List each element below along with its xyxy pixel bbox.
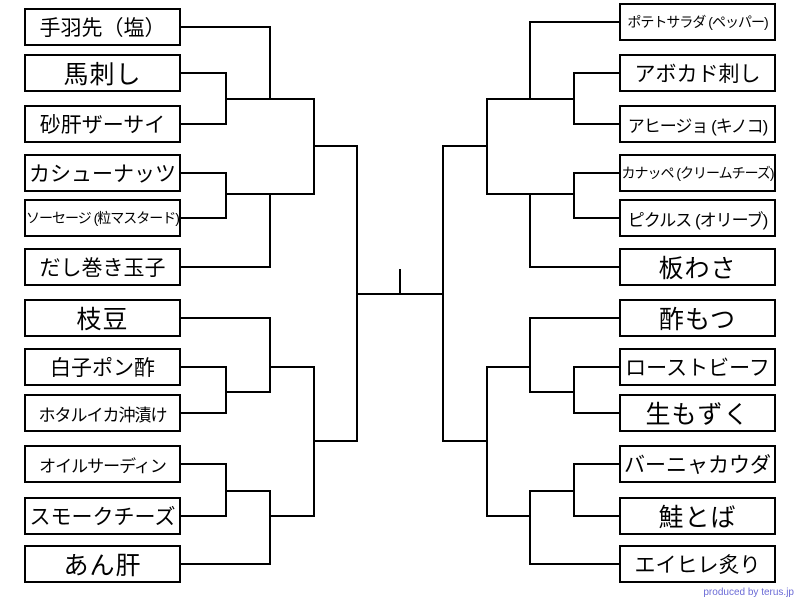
right-line-12b xyxy=(573,490,620,517)
left-line-1 xyxy=(180,26,271,100)
left-entry-label: あん肝 xyxy=(63,552,142,580)
right-entry-label: アヒージョ (キノコ) xyxy=(627,116,769,136)
left-entry-12: あん肝 xyxy=(24,545,181,583)
right-line-12a xyxy=(529,463,620,492)
left-line-2b xyxy=(180,98,227,125)
left-entry-label: カシューナッツ xyxy=(29,163,176,186)
left-line-13a xyxy=(180,463,271,492)
left-entry-label: 枝豆 xyxy=(76,306,129,334)
right-entry-label: ローストビーフ xyxy=(625,357,770,380)
left-line-10b xyxy=(180,391,227,414)
right-entry-11: 鮭とば xyxy=(619,497,776,535)
left-entry-4: カシューナッツ xyxy=(24,154,181,192)
credit-text: produced by terus.jp xyxy=(703,587,794,598)
right-entry-label: 酢もつ xyxy=(658,306,736,334)
left-entry-9: ホタルイカ沖漬け xyxy=(24,394,181,432)
right-entry-10: バーニャカウダ xyxy=(619,445,776,483)
left-line-4b xyxy=(180,193,227,219)
right-line-2b xyxy=(573,98,620,125)
left-entry-7: 枝豆 xyxy=(24,299,181,337)
left-line-2a xyxy=(180,72,271,100)
right-line-10b xyxy=(573,391,620,414)
left-line-5 xyxy=(180,193,271,268)
left-entry-10: オイルサーディン xyxy=(24,445,181,483)
right-line-10a xyxy=(529,366,620,393)
right-entry-label: 生もずく xyxy=(645,401,750,429)
right-entry-label: 鮭とば xyxy=(658,504,737,532)
left-entry-5: ソーセージ (粒マスタード) xyxy=(24,199,181,237)
left-entry-label: オイルサーディン xyxy=(39,456,167,476)
right-entry-8: ローストビーフ xyxy=(619,348,776,386)
right-entry-6: 板わさ xyxy=(619,248,776,286)
left-entry-label: 砂肝ザーサイ xyxy=(39,114,166,137)
left-entry-6: だし巻き玉子 xyxy=(24,248,181,286)
right-entry-12: エイヒレ炙り xyxy=(619,545,776,583)
right-line-4b xyxy=(573,193,620,219)
right-entry-label: カナッペ (クリームチーズ) xyxy=(621,165,774,181)
right-entry-4: カナッペ (クリームチーズ) xyxy=(619,154,776,192)
right-entry-1: ポテトサラダ (ペッパー) xyxy=(619,3,776,41)
left-entry-11: スモークチーズ xyxy=(24,497,181,535)
left-line-9 xyxy=(180,317,271,344)
right-entry-3: アヒージョ (キノコ) xyxy=(619,105,776,143)
right-entry-label: アボカド刺し xyxy=(634,63,761,86)
left-entry-label: だし巻き玉子 xyxy=(39,257,166,280)
left-entry-label: 馬刺し xyxy=(63,61,142,89)
left-line-13b xyxy=(180,490,227,517)
left-entry-label: 白子ポン酢 xyxy=(50,357,155,380)
left-line-10a xyxy=(180,366,271,393)
right-entry-label: バーニャカウダ xyxy=(624,454,771,477)
right-line-4a xyxy=(529,172,620,195)
left-entry-label: スモークチーズ xyxy=(29,506,176,529)
left-line-4a xyxy=(180,172,271,195)
right-entry-label: ポテトサラダ (ペッパー) xyxy=(627,14,768,30)
right-entry-7: 酢もつ xyxy=(619,299,776,337)
left-entry-8: 白子ポン酢 xyxy=(24,348,181,386)
right-entry-label: エイヒレ炙り xyxy=(634,554,761,577)
right-entry-9: 生もずく xyxy=(619,394,776,432)
left-entry-1: 手羽先（塩） xyxy=(24,8,181,46)
left-entry-2: 馬刺し xyxy=(24,54,181,92)
left-entry-label: 手羽先（塩） xyxy=(39,17,166,40)
left-entry-label: ソーセージ (粒マスタード) xyxy=(26,210,179,226)
left-entry-label: ホタルイカ沖漬け xyxy=(38,405,168,425)
right-entry-5: ピクルス (オリーブ) xyxy=(619,199,776,237)
right-line-5 xyxy=(529,193,620,268)
right-entry-2: アボカド刺し xyxy=(619,54,776,92)
right-line-1 xyxy=(529,21,620,100)
right-entry-label: ピクルス (オリーブ) xyxy=(627,210,769,230)
right-entry-label: 板わさ xyxy=(658,255,737,283)
left-entry-3: 砂肝ザーサイ xyxy=(24,105,181,143)
right-line-2a xyxy=(529,72,620,100)
